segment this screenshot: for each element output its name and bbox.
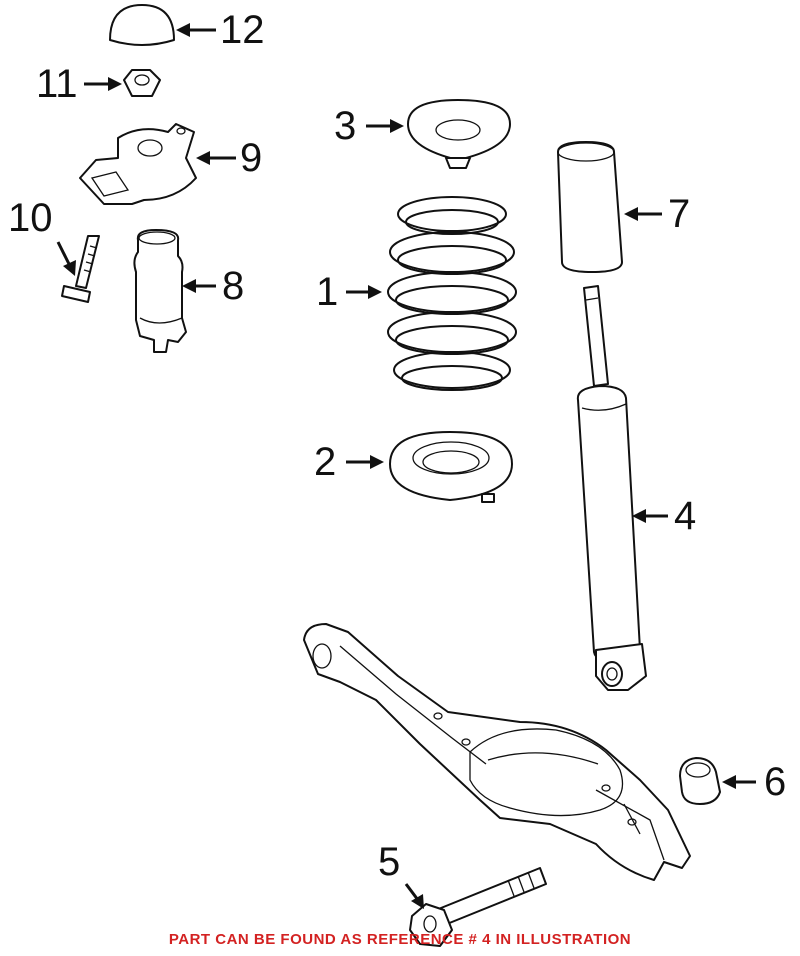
callout-10: 10: [8, 196, 53, 240]
part-3-upper-spring-seat: [407, 99, 511, 169]
part-10-bolt: [61, 235, 100, 303]
reference-note: PART CAN BE FOUND AS REFERENCE # 4 IN IL…: [168, 931, 632, 948]
part-8-bump-stop: [133, 229, 187, 353]
callout-7: 7: [668, 192, 691, 236]
callout-12: 12: [220, 8, 265, 52]
callout-5: 5: [378, 840, 401, 884]
part-1-coil-spring: [387, 196, 517, 391]
part-4-shock-absorber: [576, 285, 647, 691]
control-arm: [303, 623, 691, 881]
leader-arrows: [56, 23, 756, 909]
part-9-upper-mount: [79, 123, 197, 205]
callout-8: 8: [222, 264, 245, 308]
callout-1: 1: [316, 270, 339, 314]
part-7-dust-boot: [557, 141, 623, 273]
part-12-cap: [109, 4, 175, 46]
part-2-lower-spring-seat: [389, 431, 513, 503]
part-6-nut: [679, 757, 721, 805]
part-11-nut: [123, 69, 161, 97]
callout-2: 2: [314, 440, 337, 484]
part-5-bolt: [409, 867, 547, 947]
callout-4: 4: [674, 494, 697, 538]
callout-9: 9: [240, 136, 263, 180]
callout-3: 3: [334, 104, 357, 148]
callout-11: 11: [36, 62, 78, 106]
callout-6: 6: [764, 760, 787, 804]
